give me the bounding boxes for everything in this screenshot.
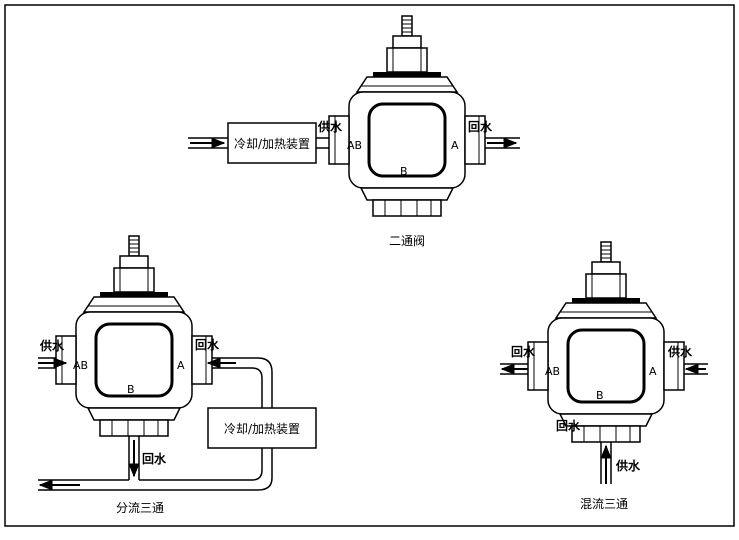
two-way-caption: 二通阀 [389,234,425,248]
two-way-device-label: 冷却/加热装置 [234,137,310,151]
two-way-port-a: A [451,139,459,152]
diverting-return-label-bottom: 回水 [142,451,167,466]
mixing-port-ab: AB [545,365,560,378]
diverting-caption: 分流三通 [116,501,164,515]
diverting-port-a: A [177,359,185,372]
two-way-valve-body [327,14,487,218]
two-way-supply-label: 供水 [317,119,343,134]
two-way-return-label: 回水 [468,119,493,134]
diverting-return-label-right: 回水 [195,337,220,352]
two-way-valve-group: 冷却/加热装置 供水 回水 AB A B 二通阀 [188,14,520,248]
mixing-supply-label-bottom: 供水 [615,458,641,473]
diverting-port-ab: AB [73,359,88,372]
mixing-port-b: B [596,389,604,402]
diverting-valve-body [54,234,214,438]
mixing-port-a: A [649,365,657,378]
diverting-valve-group: 供水 回水 冷却/加热装置 回水 AB A B 分流三通 [38,234,317,515]
mixing-valve-body [526,240,686,444]
diverting-supply-label: 供水 [39,338,65,353]
diverting-device-label: 冷却/加热装置 [224,422,300,436]
mixing-valve-group: 回水 供水 回水 供水 AB A B 混流三通 [500,240,708,511]
mixing-return-label-left: 回水 [511,344,536,359]
mixing-caption: 混流三通 [580,497,628,511]
diagram-frame [4,4,735,527]
diverting-port-b: B [127,383,135,396]
two-way-port-b: B [400,165,408,178]
two-way-device-box [227,122,317,164]
mixing-return-label-bottom: 回水 [556,418,581,433]
mixing-supply-label-right: 供水 [667,344,693,359]
two-way-port-ab: AB [347,139,362,152]
